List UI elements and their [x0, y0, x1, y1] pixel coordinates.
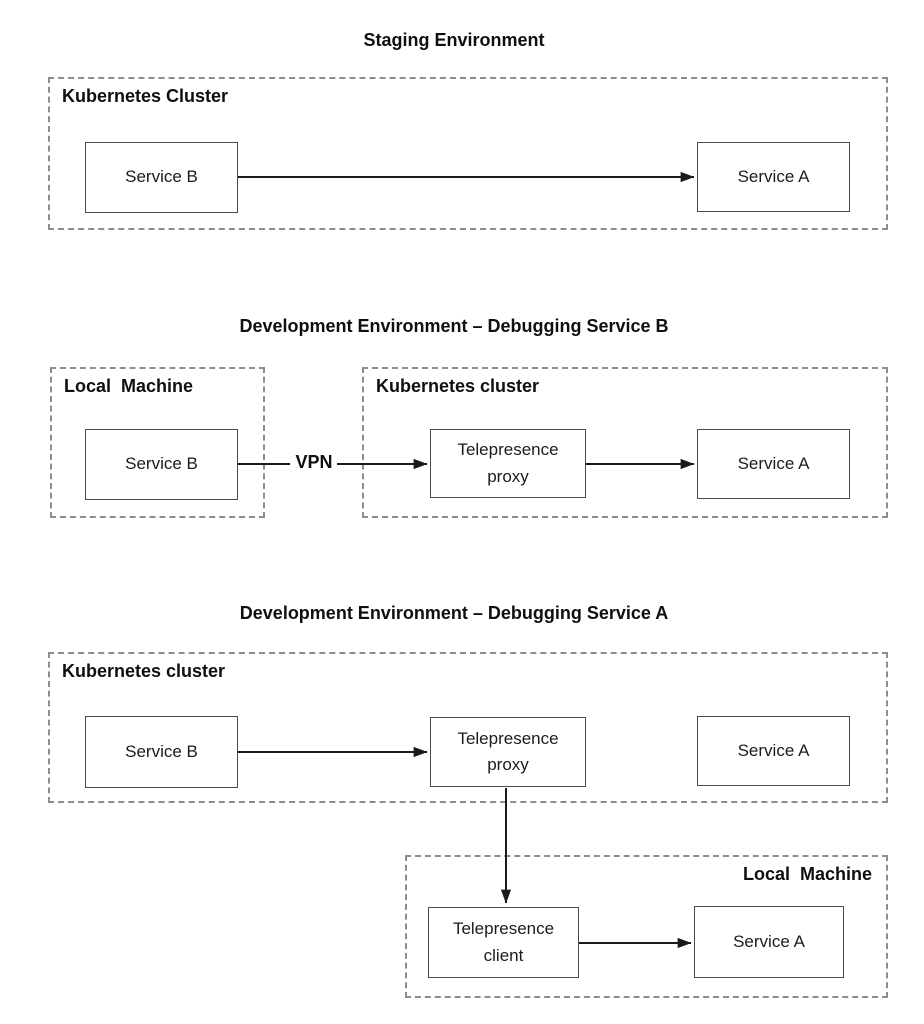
dev-debug-b-kubernetes-cluster-box: Kubernetes cluster	[362, 367, 888, 518]
dev-debug-b-local-machine-label: Local Machine	[64, 376, 194, 396]
dev-debug-b-local-machine-box: Local Machine	[50, 367, 265, 518]
dev-debug-a-local-machine-box: Local Machine	[405, 855, 888, 998]
dev-debug-b-service-b-node: Service B	[85, 429, 238, 500]
dev-debug-b-section-title: Development Environment – Debugging Serv…	[239, 316, 669, 336]
dev-debug-a-kubernetes-cluster-label: Kubernetes cluster	[62, 661, 226, 681]
dev-debug-a-telepresence-proxy-node: Telepresence proxy	[430, 717, 586, 787]
dev-debug-a-service-a-local-node: Service A	[694, 906, 844, 978]
staging-kubernetes-cluster-label: Kubernetes Cluster	[62, 86, 229, 106]
staging-service-a-node: Service A	[697, 142, 850, 212]
dev-debug-b-kubernetes-cluster-label: Kubernetes cluster	[376, 376, 540, 396]
staging-kubernetes-cluster-box: Kubernetes Cluster	[48, 77, 888, 230]
dev-debug-b-service-a-node: Service A	[697, 429, 850, 499]
dev-debug-b-telepresence-proxy-node: Telepresence proxy	[430, 429, 586, 498]
staging-service-b-node: Service B	[85, 142, 238, 213]
dev-debug-a-local-machine-label: Local Machine	[742, 864, 872, 884]
staging-section-title: Staging Environment	[363, 30, 545, 50]
dev-debug-a-kubernetes-cluster-box: Kubernetes cluster	[48, 652, 888, 803]
dev-debug-a-service-b-node: Service B	[85, 716, 238, 788]
dev-debug-a-telepresence-client-node: Telepresence client	[428, 907, 579, 978]
dev-debug-a-section-title: Development Environment – Debugging Serv…	[239, 603, 669, 623]
vpn-label: VPN	[295, 452, 333, 472]
dev-debug-a-service-a-cluster-node: Service A	[697, 716, 850, 786]
